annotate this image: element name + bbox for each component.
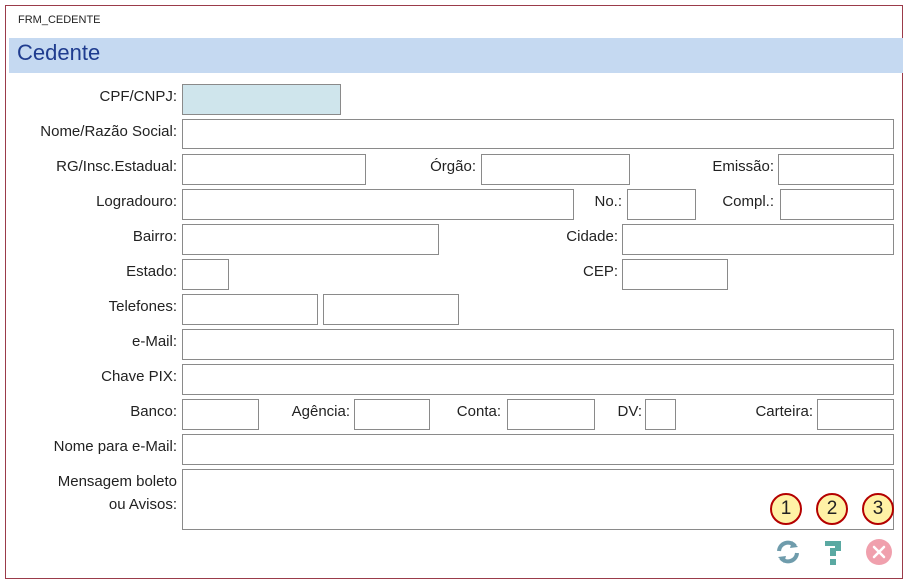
- dv-label: DV:: [617, 403, 642, 420]
- carteira-label: Carteira:: [755, 403, 813, 420]
- numero-label: No.:: [594, 193, 622, 210]
- estado-label: Estado:: [126, 263, 177, 280]
- agencia-label: Agência:: [291, 403, 350, 420]
- carteira-field[interactable]: [817, 399, 894, 430]
- chave-pix-label: Chave PIX:: [101, 368, 177, 385]
- nome-email-field[interactable]: [182, 434, 894, 465]
- callout-badge-1: 1: [770, 493, 802, 525]
- close-icon[interactable]: [864, 537, 894, 567]
- telefone-2-field[interactable]: [323, 294, 459, 325]
- banco-field[interactable]: [182, 399, 259, 430]
- email-label: e-Mail:: [131, 333, 177, 350]
- rg-label: RG/Insc.Estadual:: [56, 158, 177, 175]
- estado-field[interactable]: [182, 259, 229, 290]
- rg-field[interactable]: [182, 154, 366, 185]
- cep-field[interactable]: [622, 259, 728, 290]
- telefone-1-field[interactable]: [182, 294, 318, 325]
- telefones-label: Telefones:: [108, 298, 177, 315]
- header-band: [9, 38, 903, 73]
- refresh-icon[interactable]: [773, 537, 803, 567]
- chave-pix-field[interactable]: [182, 364, 894, 395]
- agencia-field[interactable]: [354, 399, 430, 430]
- cidade-field[interactable]: [622, 224, 894, 255]
- cpf-cnpj-field[interactable]: [182, 84, 341, 115]
- orgao-label: Órgão:: [430, 158, 476, 175]
- nome-email-label: Nome para e-Mail:: [53, 438, 177, 455]
- bairro-label: Bairro:: [132, 228, 177, 245]
- dv-field[interactable]: [645, 399, 676, 430]
- mensagem-label-line2: ou Avisos:: [108, 496, 177, 513]
- callout-badge-3: 3: [862, 493, 894, 525]
- compl-field[interactable]: [780, 189, 894, 220]
- cep-label: CEP:: [582, 263, 618, 280]
- cpf-cnpj-label: CPF/CNPJ:: [99, 88, 177, 105]
- logradouro-label: Logradouro:: [96, 193, 177, 210]
- page-title: Cedente: [17, 40, 101, 65]
- nome-razao-field[interactable]: [182, 119, 894, 149]
- cidade-label: Cidade:: [566, 228, 618, 245]
- bairro-field[interactable]: [182, 224, 439, 255]
- email-field[interactable]: [182, 329, 894, 360]
- help-icon[interactable]: [819, 537, 847, 567]
- callout-badge-2: 2: [816, 493, 848, 525]
- window-title: FRM_CEDENTE: [18, 14, 101, 26]
- numero-field[interactable]: [627, 189, 696, 220]
- compl-label: Compl.:: [722, 193, 774, 210]
- mensagem-label-line1: Mensagem boleto: [57, 473, 177, 490]
- nome-razao-label: Nome/Razão Social:: [40, 123, 177, 140]
- conta-label: Conta:: [456, 403, 501, 420]
- emissao-field[interactable]: [778, 154, 894, 185]
- banco-label: Banco:: [130, 403, 177, 420]
- emissao-label: Emissão:: [712, 158, 774, 175]
- logradouro-field[interactable]: [182, 189, 574, 220]
- conta-field[interactable]: [507, 399, 595, 430]
- orgao-field[interactable]: [481, 154, 630, 185]
